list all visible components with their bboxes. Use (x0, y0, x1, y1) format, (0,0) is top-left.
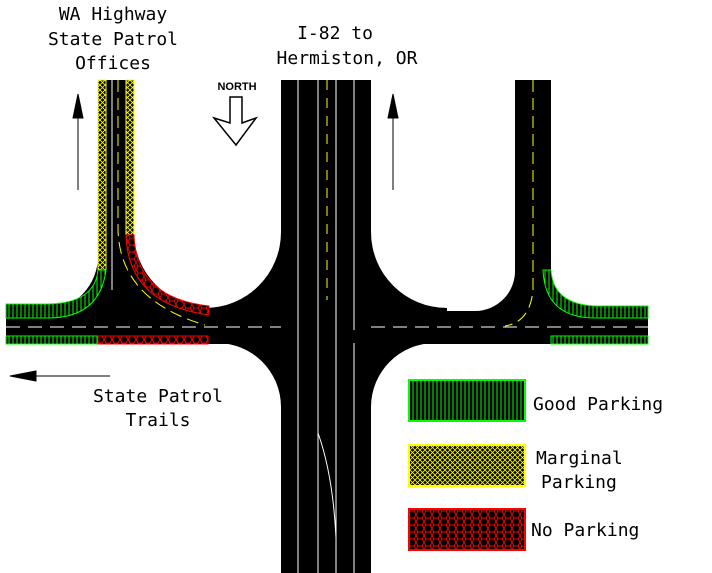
label-interstate-1: I-82 to (297, 23, 373, 44)
direction-arrows (9, 93, 399, 382)
north-arrow-icon (211, 96, 259, 147)
fillet-east-inner (475, 270, 516, 311)
no-parking-south-strip (97, 335, 209, 345)
parking-zones (5, 79, 649, 345)
fillet-south-right (371, 343, 435, 407)
label-trails-2: Trails (125, 410, 190, 431)
legend-label-marginal-2: Parking (541, 472, 617, 493)
label-offices-3: Offices (75, 53, 151, 74)
fillet-center-right (371, 232, 447, 330)
label-offices-2: State Patrol (48, 29, 178, 50)
label-offices-1: WA Highway (59, 4, 168, 25)
label-trails-1: State Patrol (93, 386, 223, 407)
label-north: NORTH (217, 81, 256, 93)
legend-swatch-good (408, 379, 526, 422)
arrow-west-icon (9, 370, 110, 382)
arrow-up-right-icon (387, 93, 399, 190)
good-parking-east-curve (542, 269, 649, 319)
legend-label-none: No Parking (531, 520, 639, 541)
lane-markings (6, 80, 648, 573)
fillet-center-left (205, 232, 281, 330)
label-interstate-2: Hermiston, OR (277, 48, 418, 69)
marginal-parking-west-b (125, 79, 135, 236)
legend: Good Parking Marginal Parking No Parking (408, 379, 663, 551)
legend-label-good: Good Parking (533, 394, 663, 415)
good-parking-west-south (5, 335, 99, 345)
legend-swatch-marginal (408, 444, 526, 487)
map-labels: WA Highway State Patrol Offices I-82 to … (48, 4, 418, 431)
marginal-parking-west-a (97, 79, 107, 271)
good-parking-west-curve (5, 269, 107, 319)
interstate-road (281, 80, 371, 573)
fillet-south-left (217, 343, 281, 407)
arrow-up-left-icon (72, 93, 84, 190)
legend-swatch-none (408, 508, 526, 551)
legend-label-marginal-1: Marginal (536, 448, 623, 469)
good-parking-east-south (550, 335, 649, 345)
no-parking-curve (125, 234, 210, 316)
